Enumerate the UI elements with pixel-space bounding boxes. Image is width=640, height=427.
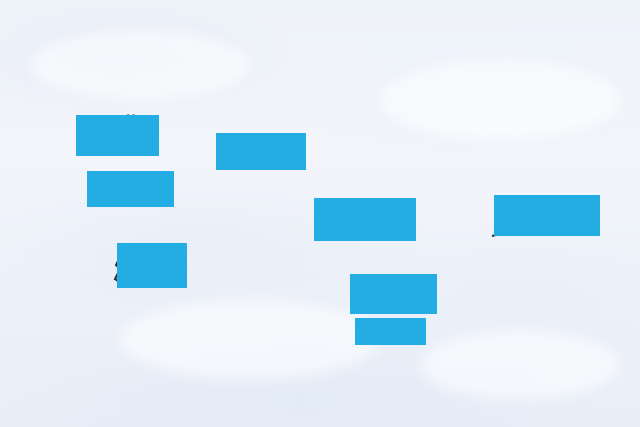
redaction-box <box>314 198 416 241</box>
redaction-box <box>76 115 159 156</box>
redaction-box <box>117 243 187 288</box>
redaction-box <box>355 318 426 345</box>
redaction-box <box>494 195 600 236</box>
cloud <box>30 30 250 100</box>
cloud <box>120 300 380 380</box>
cloud <box>420 330 620 400</box>
redaction-box <box>87 171 174 207</box>
redaction-box <box>216 133 306 170</box>
redaction-box <box>350 274 437 314</box>
cloud <box>380 60 620 140</box>
